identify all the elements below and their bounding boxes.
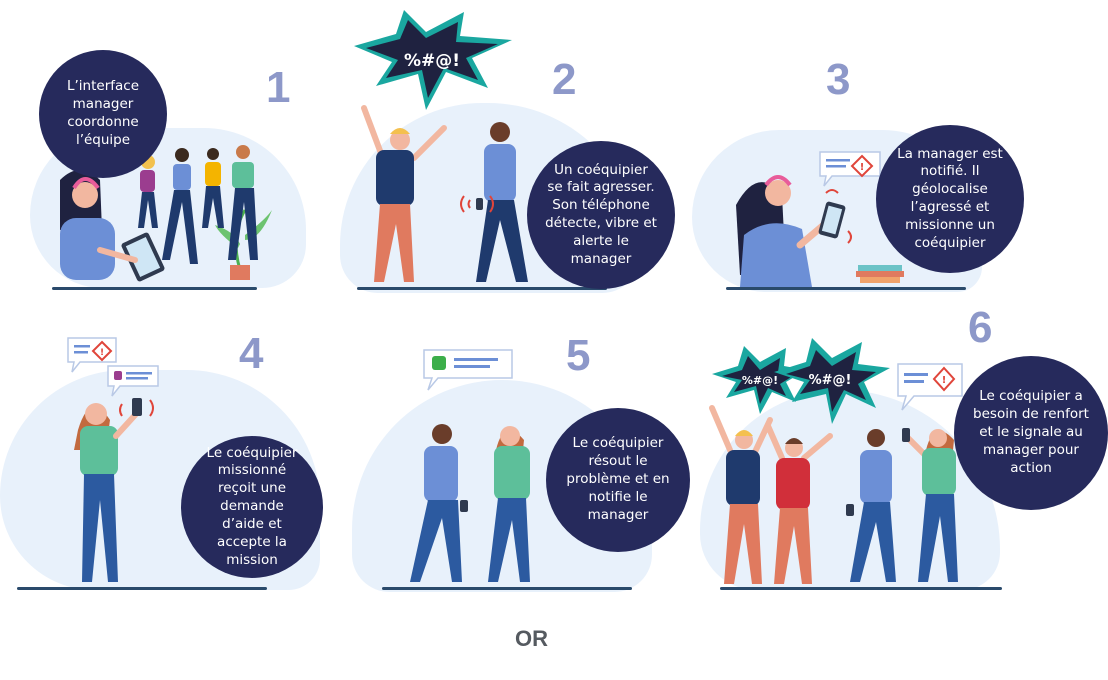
step-4-text: Le coéquipier missionné reçoit une deman… bbox=[206, 444, 298, 568]
step-5-text-bubble: Le coéquipier résout le problème et en n… bbox=[546, 408, 690, 552]
shout-burst-icon: %#@! bbox=[712, 346, 806, 414]
step-3-text: La manager est notifié. Il géolocalise l… bbox=[897, 145, 1003, 251]
step-6-text: Le coéquipier a besoin de renfort et le … bbox=[973, 388, 1089, 476]
mission-message-icon bbox=[107, 365, 159, 397]
step-2-text-bubble: Un coéquipier se fait agresser. Son télé… bbox=[527, 141, 675, 289]
step-6-text-bubble: Le coéquipier a besoin de renfort et le … bbox=[954, 356, 1108, 510]
step-4-number: 4 bbox=[239, 329, 264, 378]
or-separator: OR bbox=[515, 626, 548, 651]
step-2-shout: %#@! bbox=[404, 51, 460, 71]
svg-text:!: ! bbox=[942, 375, 947, 386]
step-2-number: 2 bbox=[552, 55, 577, 104]
or-separator-row: OR bbox=[0, 626, 1108, 652]
panel-4-illustration bbox=[74, 398, 154, 582]
panel-5-ground bbox=[382, 587, 632, 590]
step-1-text-bubble: L’interface manager coordonne l’équipe bbox=[39, 50, 167, 178]
panel-5-illustration bbox=[410, 424, 530, 582]
panel-3-ground bbox=[726, 287, 966, 290]
panel-3-illustration bbox=[736, 175, 904, 287]
panel-2-ground bbox=[357, 287, 607, 290]
alert-message-icon: ! bbox=[897, 363, 963, 411]
resolved-message-icon bbox=[423, 349, 513, 391]
alert-message-icon: ! bbox=[67, 337, 117, 373]
shout-burst-icon: %#@! bbox=[774, 338, 890, 424]
panel-1-ground bbox=[52, 287, 257, 290]
step-6-number: 6 bbox=[968, 303, 993, 352]
svg-text:!: ! bbox=[860, 162, 865, 173]
shout-burst-icon: %#@! bbox=[354, 10, 512, 110]
step-6-shout-a: %#@! bbox=[742, 374, 778, 387]
panel-6-ground bbox=[720, 587, 1002, 590]
step-2-text: Un coéquipier se fait agresser. Son télé… bbox=[545, 161, 657, 267]
panel-1-illustration bbox=[60, 145, 272, 282]
panel-2-illustration bbox=[361, 105, 528, 282]
step-1-number: 1 bbox=[266, 63, 291, 112]
step-1-text: L’interface manager coordonne l’équipe bbox=[66, 78, 140, 148]
alert-message-icon: ! bbox=[819, 151, 881, 187]
step-6-shout-b: %#@! bbox=[809, 373, 852, 388]
panel-6-illustration bbox=[709, 405, 958, 584]
step-3-number: 3 bbox=[826, 55, 851, 104]
panel-4-ground bbox=[17, 587, 267, 590]
step-3-text-bubble: La manager est notifié. Il géolocalise l… bbox=[876, 125, 1024, 273]
step-4-text-bubble: Le coéquipier missionné reçoit une deman… bbox=[181, 436, 323, 578]
step-5-number: 5 bbox=[566, 331, 591, 380]
step-5-text: Le coéquipier résout le problème et en n… bbox=[566, 435, 670, 523]
svg-text:!: ! bbox=[100, 348, 104, 358]
